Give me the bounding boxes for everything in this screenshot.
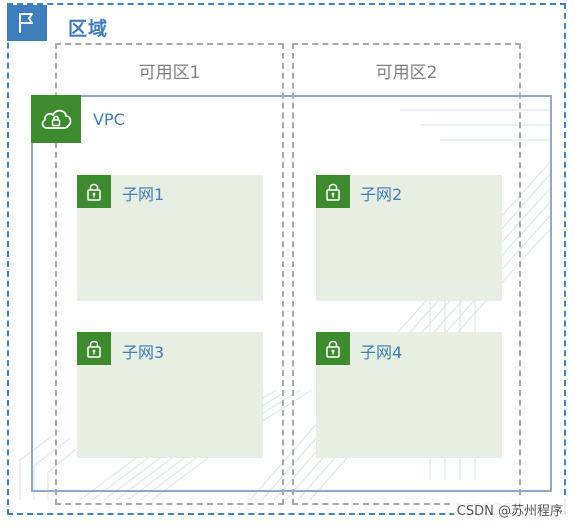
availability-zone-2-label: 可用区2 [375, 63, 438, 83]
watermark: CSDN @苏州程序 [453, 499, 566, 520]
availability-zone-1 [55, 43, 284, 505]
region-label: 区域 [68, 18, 109, 40]
lock-icon [316, 175, 350, 208]
availability-zone-2 [292, 43, 521, 505]
subnet-3-label: 子网3 [122, 343, 165, 362]
lock-icon [77, 332, 111, 365]
subnet-4-label: 子网4 [360, 343, 403, 362]
cloud-lock-icon [31, 95, 81, 143]
lock-icon [77, 175, 111, 208]
vpc-label: VPC [93, 110, 125, 129]
subnet-1-label: 子网1 [122, 185, 165, 204]
subnet-2-label: 子网2 [360, 185, 403, 204]
vpc-boundary [31, 95, 552, 492]
availability-zone-1-label: 可用区1 [138, 63, 201, 83]
flag-icon [7, 5, 47, 41]
lock-icon [316, 332, 350, 365]
region-boundary [7, 3, 566, 515]
